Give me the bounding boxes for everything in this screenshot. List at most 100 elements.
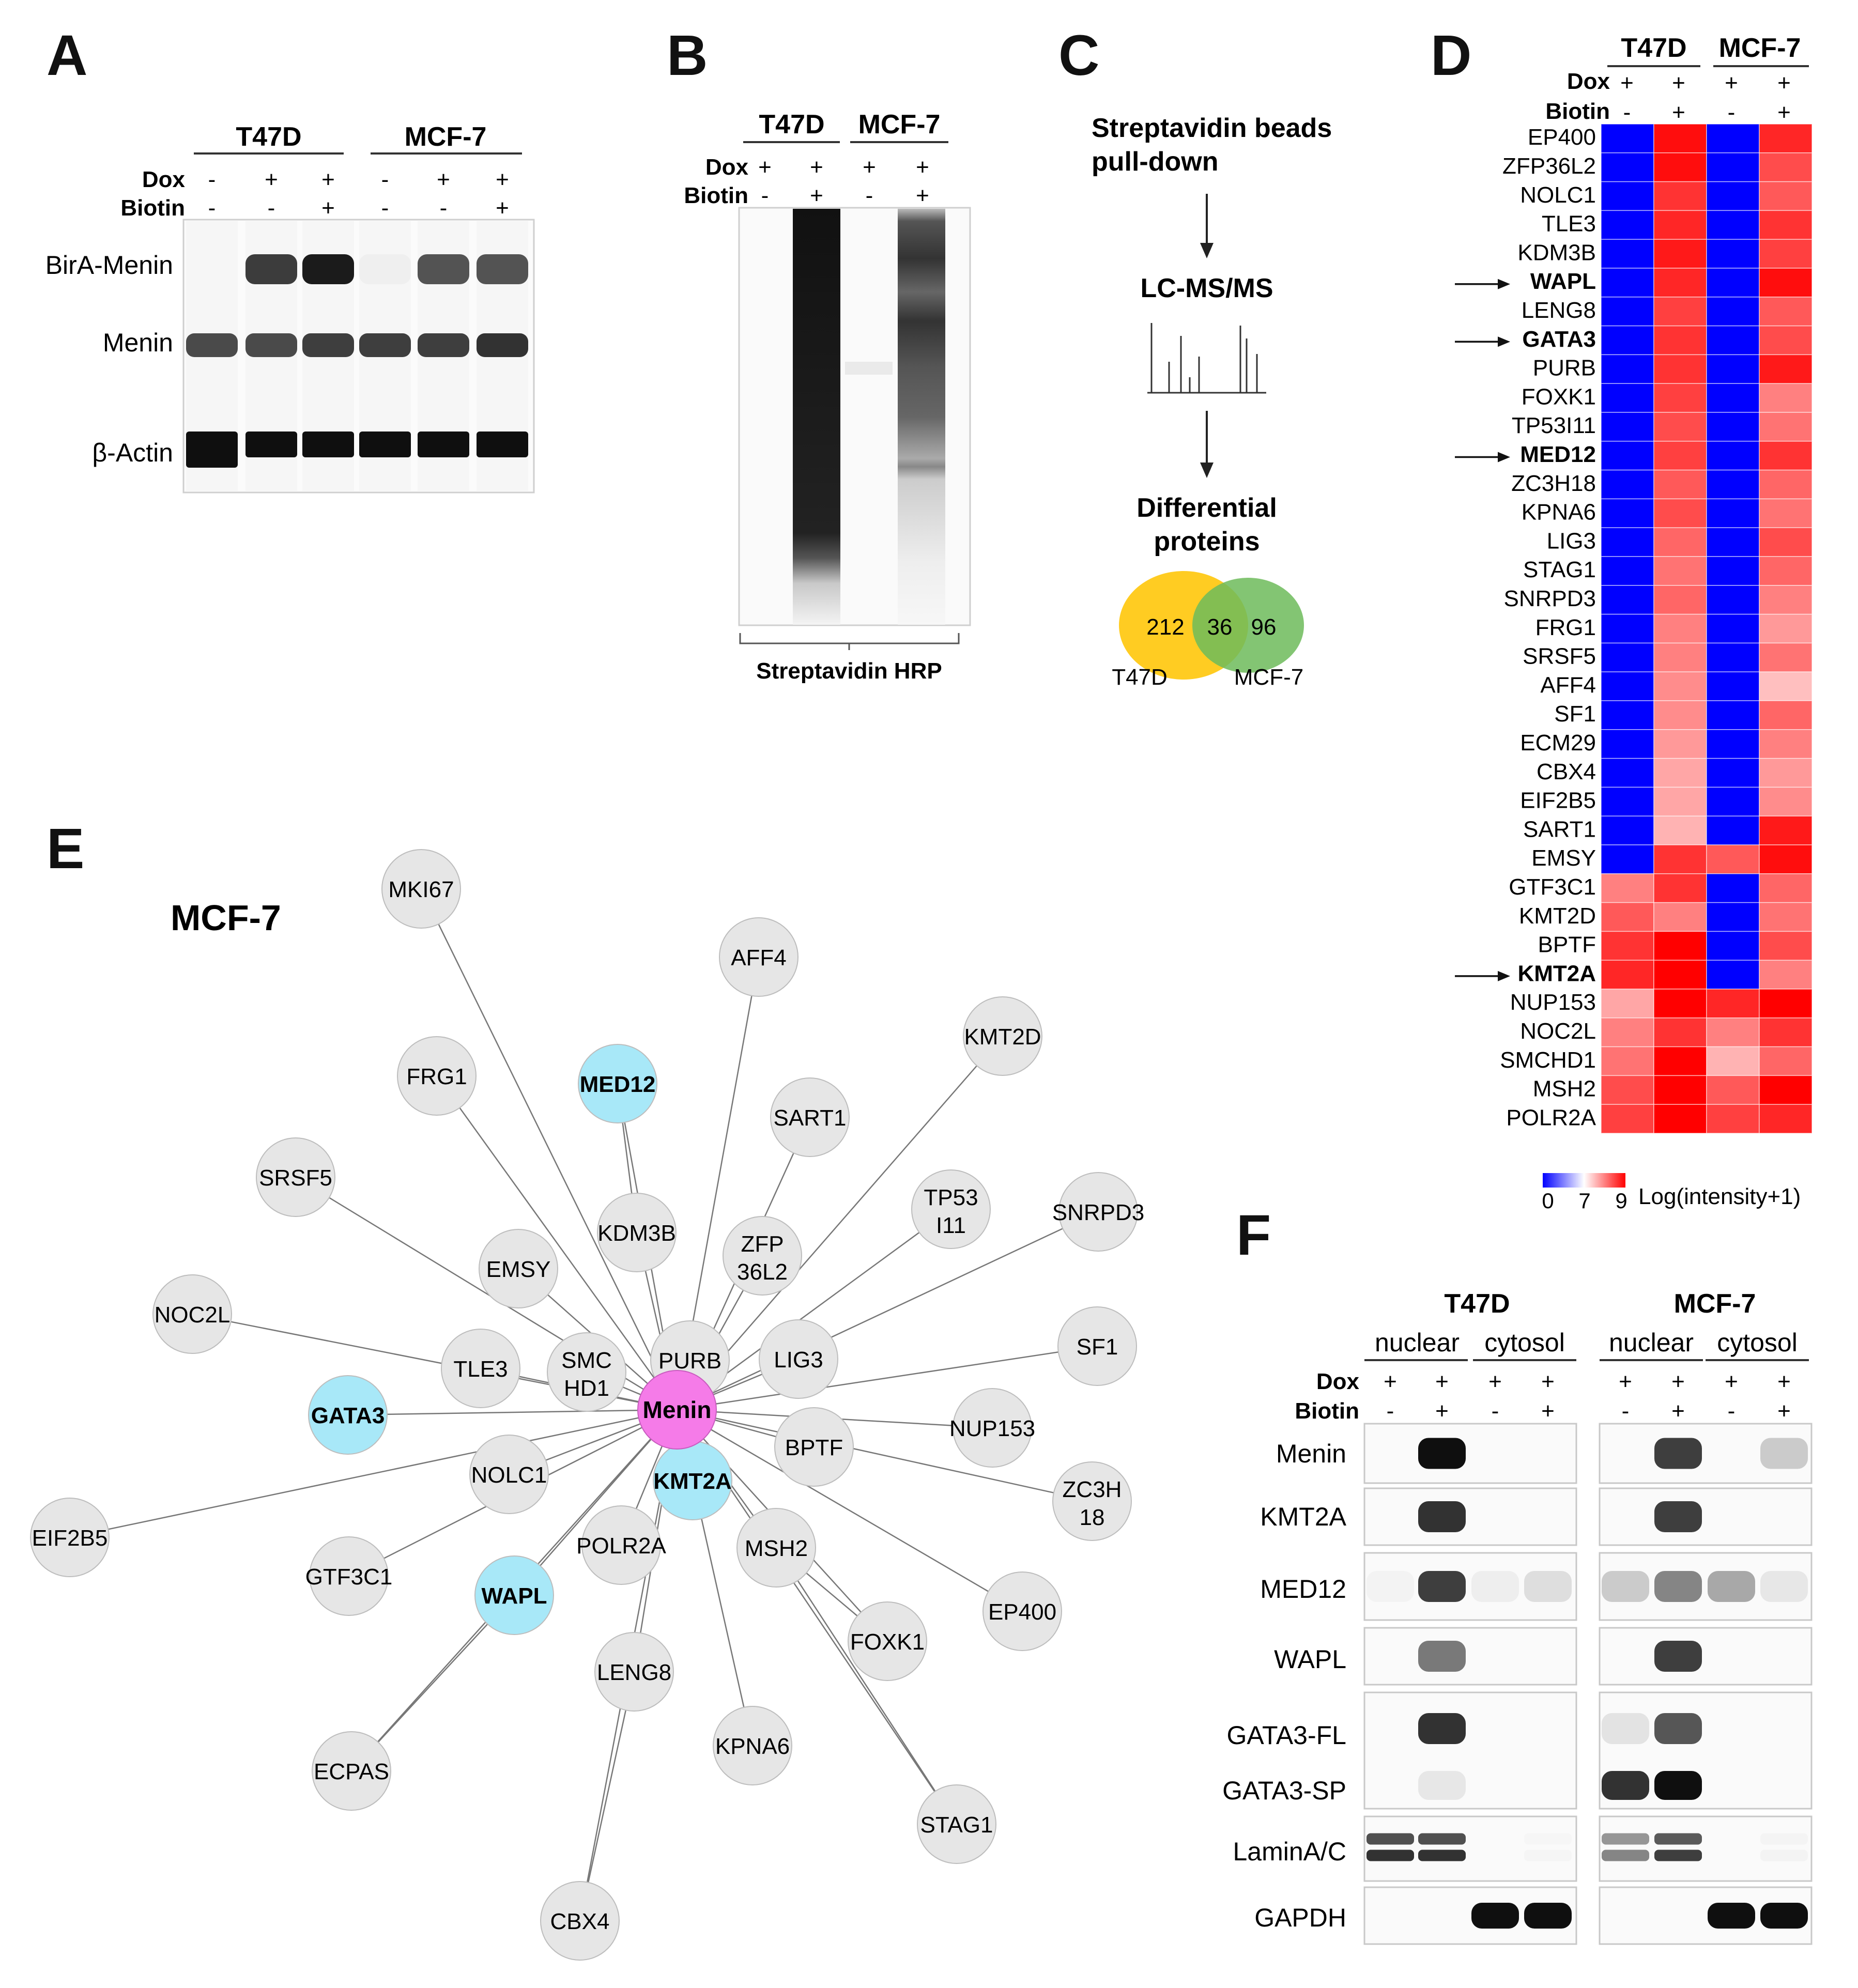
panel-b-lane-3-faint	[845, 362, 893, 375]
panel-e-node-label-noc2l: NOC2L	[155, 1302, 231, 1328]
panel-d-cell-stag1-4	[1759, 556, 1813, 586]
panel-d-cell-gtf3c1-3	[1706, 873, 1760, 903]
panel-a-band-menin-1	[186, 333, 238, 357]
panel-d-cell-purb-3	[1706, 354, 1760, 384]
panel-b-biotin-sign-4: +	[916, 183, 929, 208]
panel-d-cell-smchd1-2	[1653, 1046, 1707, 1076]
panel-d-heatmap: T47D MCF-7 Dox Biotin ++++-+-+ EP400ZFP3…	[1455, 33, 1813, 1213]
panel-d-cell-noc2l-4	[1759, 1018, 1813, 1047]
panel-f-biotin-sign-4: +	[1541, 1398, 1555, 1424]
panel-d-cell-purb-2	[1653, 354, 1707, 384]
panel-e-node-label-eif2b5: EIF2B5	[32, 1525, 108, 1551]
panel-f-frame-wapl-mcf7	[1599, 1627, 1813, 1686]
panel-d-cell-nolc1-3	[1706, 181, 1760, 211]
panel-d-cell-snrpd3-2	[1653, 585, 1707, 615]
panel-d-dox-sign-1: +	[1620, 70, 1634, 96]
panel-f-biotin-sign-7: -	[1728, 1398, 1736, 1424]
panel-d-cell-ecm29-2	[1653, 729, 1707, 759]
panel-b-biotin-label: Biotin	[684, 183, 748, 208]
panel-d-cell-zc3h18-3	[1706, 469, 1760, 500]
panel-f-band-med12-4	[1524, 1571, 1572, 1602]
panel-d-gene-nolc1: NOLC1	[1520, 182, 1596, 208]
panel-d-cell-tle3-3	[1706, 210, 1760, 240]
panel-d-gene-med12: MED12	[1520, 442, 1596, 467]
panel-a-label-menin: Menin	[103, 328, 173, 357]
panel-f-row-label-gata3fl: GATA3-FL	[1226, 1721, 1346, 1750]
panel-f-frame-kmt2a-t47d	[1363, 1487, 1577, 1546]
panel-a-blot-frame	[182, 219, 535, 494]
panel-d-cell-kpna6-2	[1653, 498, 1707, 528]
panel-f-row-label-menin: Menin	[1276, 1439, 1346, 1468]
panel-d-cell-ep400-3	[1706, 124, 1760, 153]
panel-c-step1-line1: Streptavidin beads	[1092, 113, 1332, 143]
panel-d-gene-noc2l: NOC2L	[1520, 1019, 1596, 1044]
panel-d-cell-tle3-1	[1601, 210, 1654, 240]
panel-f-band-wapl-2	[1418, 1641, 1466, 1672]
panel-d-cell-sf1-1	[1601, 700, 1654, 730]
panel-d-cell-zfp36l2-1	[1601, 152, 1654, 182]
panel-d-cell-cbx4-1	[1601, 758, 1654, 788]
panel-e-node-srsf5	[256, 1137, 335, 1217]
panel-d-dox-sign-2: +	[1672, 70, 1685, 96]
panel-d-cell-eif2b5-3	[1706, 787, 1760, 816]
panel-d-gene-zfp36l2: ZFP36L2	[1502, 153, 1596, 179]
panel-letter-c: C	[1058, 24, 1099, 87]
panel-d-cell-smchd1-3	[1706, 1046, 1760, 1076]
panel-f-band-laminac-lower-8	[1760, 1850, 1808, 1861]
panel-d-cell-stag1-2	[1653, 556, 1707, 586]
panel-d-cell-cbx4-4	[1759, 758, 1813, 788]
panel-e-node-label-frg1: FRG1	[406, 1064, 467, 1089]
panel-f-biotin-sign-8: +	[1777, 1398, 1791, 1424]
panel-d-cell-msh2-2	[1653, 1075, 1707, 1105]
panel-e-edge-zc3h18	[677, 1409, 1093, 1502]
panel-a-label-bira-menin: BirA-Menin	[45, 251, 173, 280]
panel-d-arrow-head-wapl	[1498, 279, 1510, 289]
panel-a-band-bira-5	[418, 254, 469, 284]
panel-letter-a: A	[47, 24, 87, 87]
panel-d-cell-stag1-1	[1601, 556, 1654, 586]
panel-d-cell-noc2l-3	[1706, 1018, 1760, 1047]
panel-d-cell-leng8-1	[1601, 297, 1654, 327]
panel-a-band-actin-3	[302, 431, 354, 457]
panel-f-t47d-header: T47D	[1444, 1289, 1510, 1319]
panel-d-cell-bptf-2	[1653, 931, 1707, 961]
panel-e-node-label-wapl: WAPL	[481, 1583, 547, 1609]
panel-b-biotin-sign-1: -	[761, 183, 769, 208]
panel-d-cell-leng8-4	[1759, 297, 1813, 327]
panel-e-node-wapl	[474, 1555, 554, 1635]
panel-d-cell-stag1-3	[1706, 556, 1760, 586]
panel-d-cell-lig3-2	[1653, 527, 1707, 557]
panel-d-cell-tp53i11-2	[1653, 412, 1707, 442]
panel-d-gene-sf1: SF1	[1554, 701, 1596, 727]
panel-e-node-label-gata3: GATA3	[311, 1403, 385, 1428]
panel-d-cell-aff4-3	[1706, 671, 1760, 701]
panel-d-cell-kmt2d-1	[1601, 902, 1654, 932]
panel-d-cell-sf1-3	[1706, 700, 1760, 730]
panel-d-cell-zc3h18-4	[1759, 469, 1813, 500]
panel-d-cell-cbx4-3	[1706, 758, 1760, 788]
panel-f-biotin-sign-2: +	[1435, 1398, 1449, 1424]
panel-f-band-laminac-upper-1	[1366, 1833, 1414, 1845]
panel-d-gene-polr2a: POLR2A	[1506, 1105, 1596, 1130]
panel-d-gene-eif2b5: EIF2B5	[1520, 788, 1596, 813]
panel-f-dox-sign-6: +	[1671, 1369, 1685, 1394]
panel-d-biotin-sign-3: -	[1728, 100, 1736, 125]
panel-e-node-tle3	[441, 1329, 520, 1408]
panel-letter-b: B	[667, 24, 708, 87]
panel-d-cell-lig3-1	[1601, 527, 1654, 557]
panel-a-band-bira-2	[245, 254, 297, 284]
panel-f-band-med12-5	[1602, 1571, 1649, 1602]
panel-e-node-label-msh2: MSH2	[745, 1536, 808, 1561]
panel-d-gene-wapl: WAPL	[1530, 269, 1596, 294]
panel-e-node-label-nolc1: NOLC1	[471, 1462, 547, 1488]
panel-c-venn-mcf7-count: 96	[1251, 614, 1277, 640]
panel-f-dox-sign-4: +	[1541, 1369, 1555, 1394]
panel-d-cell-msh2-3	[1706, 1075, 1760, 1105]
panel-f-dox-sign-5: +	[1619, 1369, 1632, 1394]
panel-f-row-label-gata3sp: GATA3-SP	[1222, 1776, 1346, 1805]
panel-f-band-menin-6	[1654, 1438, 1702, 1469]
panel-b-t47d-header: T47D	[759, 110, 824, 140]
panel-e-edge-msh2-stag1	[775, 1547, 958, 1825]
panel-f-band-gata3sp-6	[1654, 1771, 1702, 1800]
